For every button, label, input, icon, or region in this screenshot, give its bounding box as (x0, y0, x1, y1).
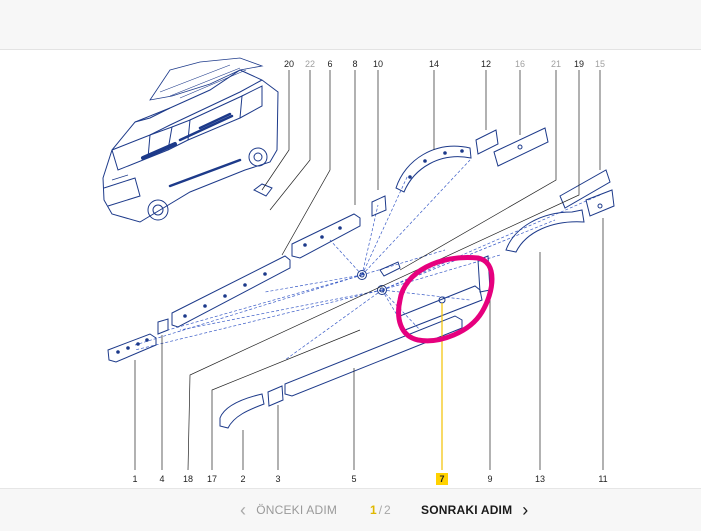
callout-1[interactable]: 1 (132, 474, 137, 484)
callout-12[interactable]: 12 (481, 59, 491, 69)
callout-19[interactable]: 19 (574, 59, 584, 69)
page-indicator: 1 / 2 (370, 499, 391, 521)
highlight-circle (396, 254, 495, 344)
top-bar (0, 0, 701, 50)
van-highlight-strips (141, 112, 242, 188)
total-pages: 2 (384, 503, 391, 517)
dashed-leaders (134, 159, 601, 361)
next-step-button[interactable]: SONRAKI ADIM › (421, 499, 529, 521)
step-navigation-bar: ‹ ÖNCEKI ADIM 1 / 2 SONRAKI ADIM › (0, 488, 701, 531)
callout-11[interactable]: 11 (598, 474, 607, 484)
callout-9[interactable]: 9 (487, 474, 492, 484)
selected-callout-badge (436, 473, 448, 485)
callout-8[interactable]: 8 (352, 59, 357, 69)
callout-3[interactable]: 3 (275, 474, 280, 484)
callout-20[interactable]: 20 (284, 59, 294, 69)
callout-10[interactable]: 10 (373, 59, 383, 69)
callout-18[interactable]: 18 (183, 474, 193, 484)
callout-16[interactable]: 16 (515, 59, 525, 69)
page-separator: / (378, 503, 383, 517)
callout-4[interactable]: 4 (159, 474, 164, 484)
current-page: 1 (370, 503, 377, 517)
callout-17[interactable]: 17 (207, 474, 217, 484)
van-illustration (102, 57, 279, 223)
parts-diagram: 20 22 6 8 10 14 12 16 21 19 15 1 4 18 17… (0, 50, 701, 488)
callout-14[interactable]: 14 (429, 59, 439, 69)
callout-6[interactable]: 6 (327, 59, 332, 69)
next-step-label: SONRAKI ADIM (421, 503, 513, 517)
previous-step-button[interactable]: ‹ ÖNCEKI ADIM (240, 499, 337, 521)
chevron-left-icon: ‹ (240, 500, 247, 520)
callout-5[interactable]: 5 (351, 474, 356, 484)
callout-21[interactable]: 21 (551, 59, 561, 69)
callout-7[interactable]: 7 (439, 474, 444, 484)
callout-15[interactable]: 15 (595, 59, 605, 69)
chevron-right-icon: › (522, 500, 529, 520)
callout-22[interactable]: 22 (305, 59, 315, 69)
previous-step-label: ÖNCEKI ADIM (256, 503, 338, 517)
callout-2[interactable]: 2 (240, 474, 245, 484)
callout-13[interactable]: 13 (535, 474, 545, 484)
callout-leaders (134, 70, 604, 471)
parts-line-art (107, 127, 615, 429)
